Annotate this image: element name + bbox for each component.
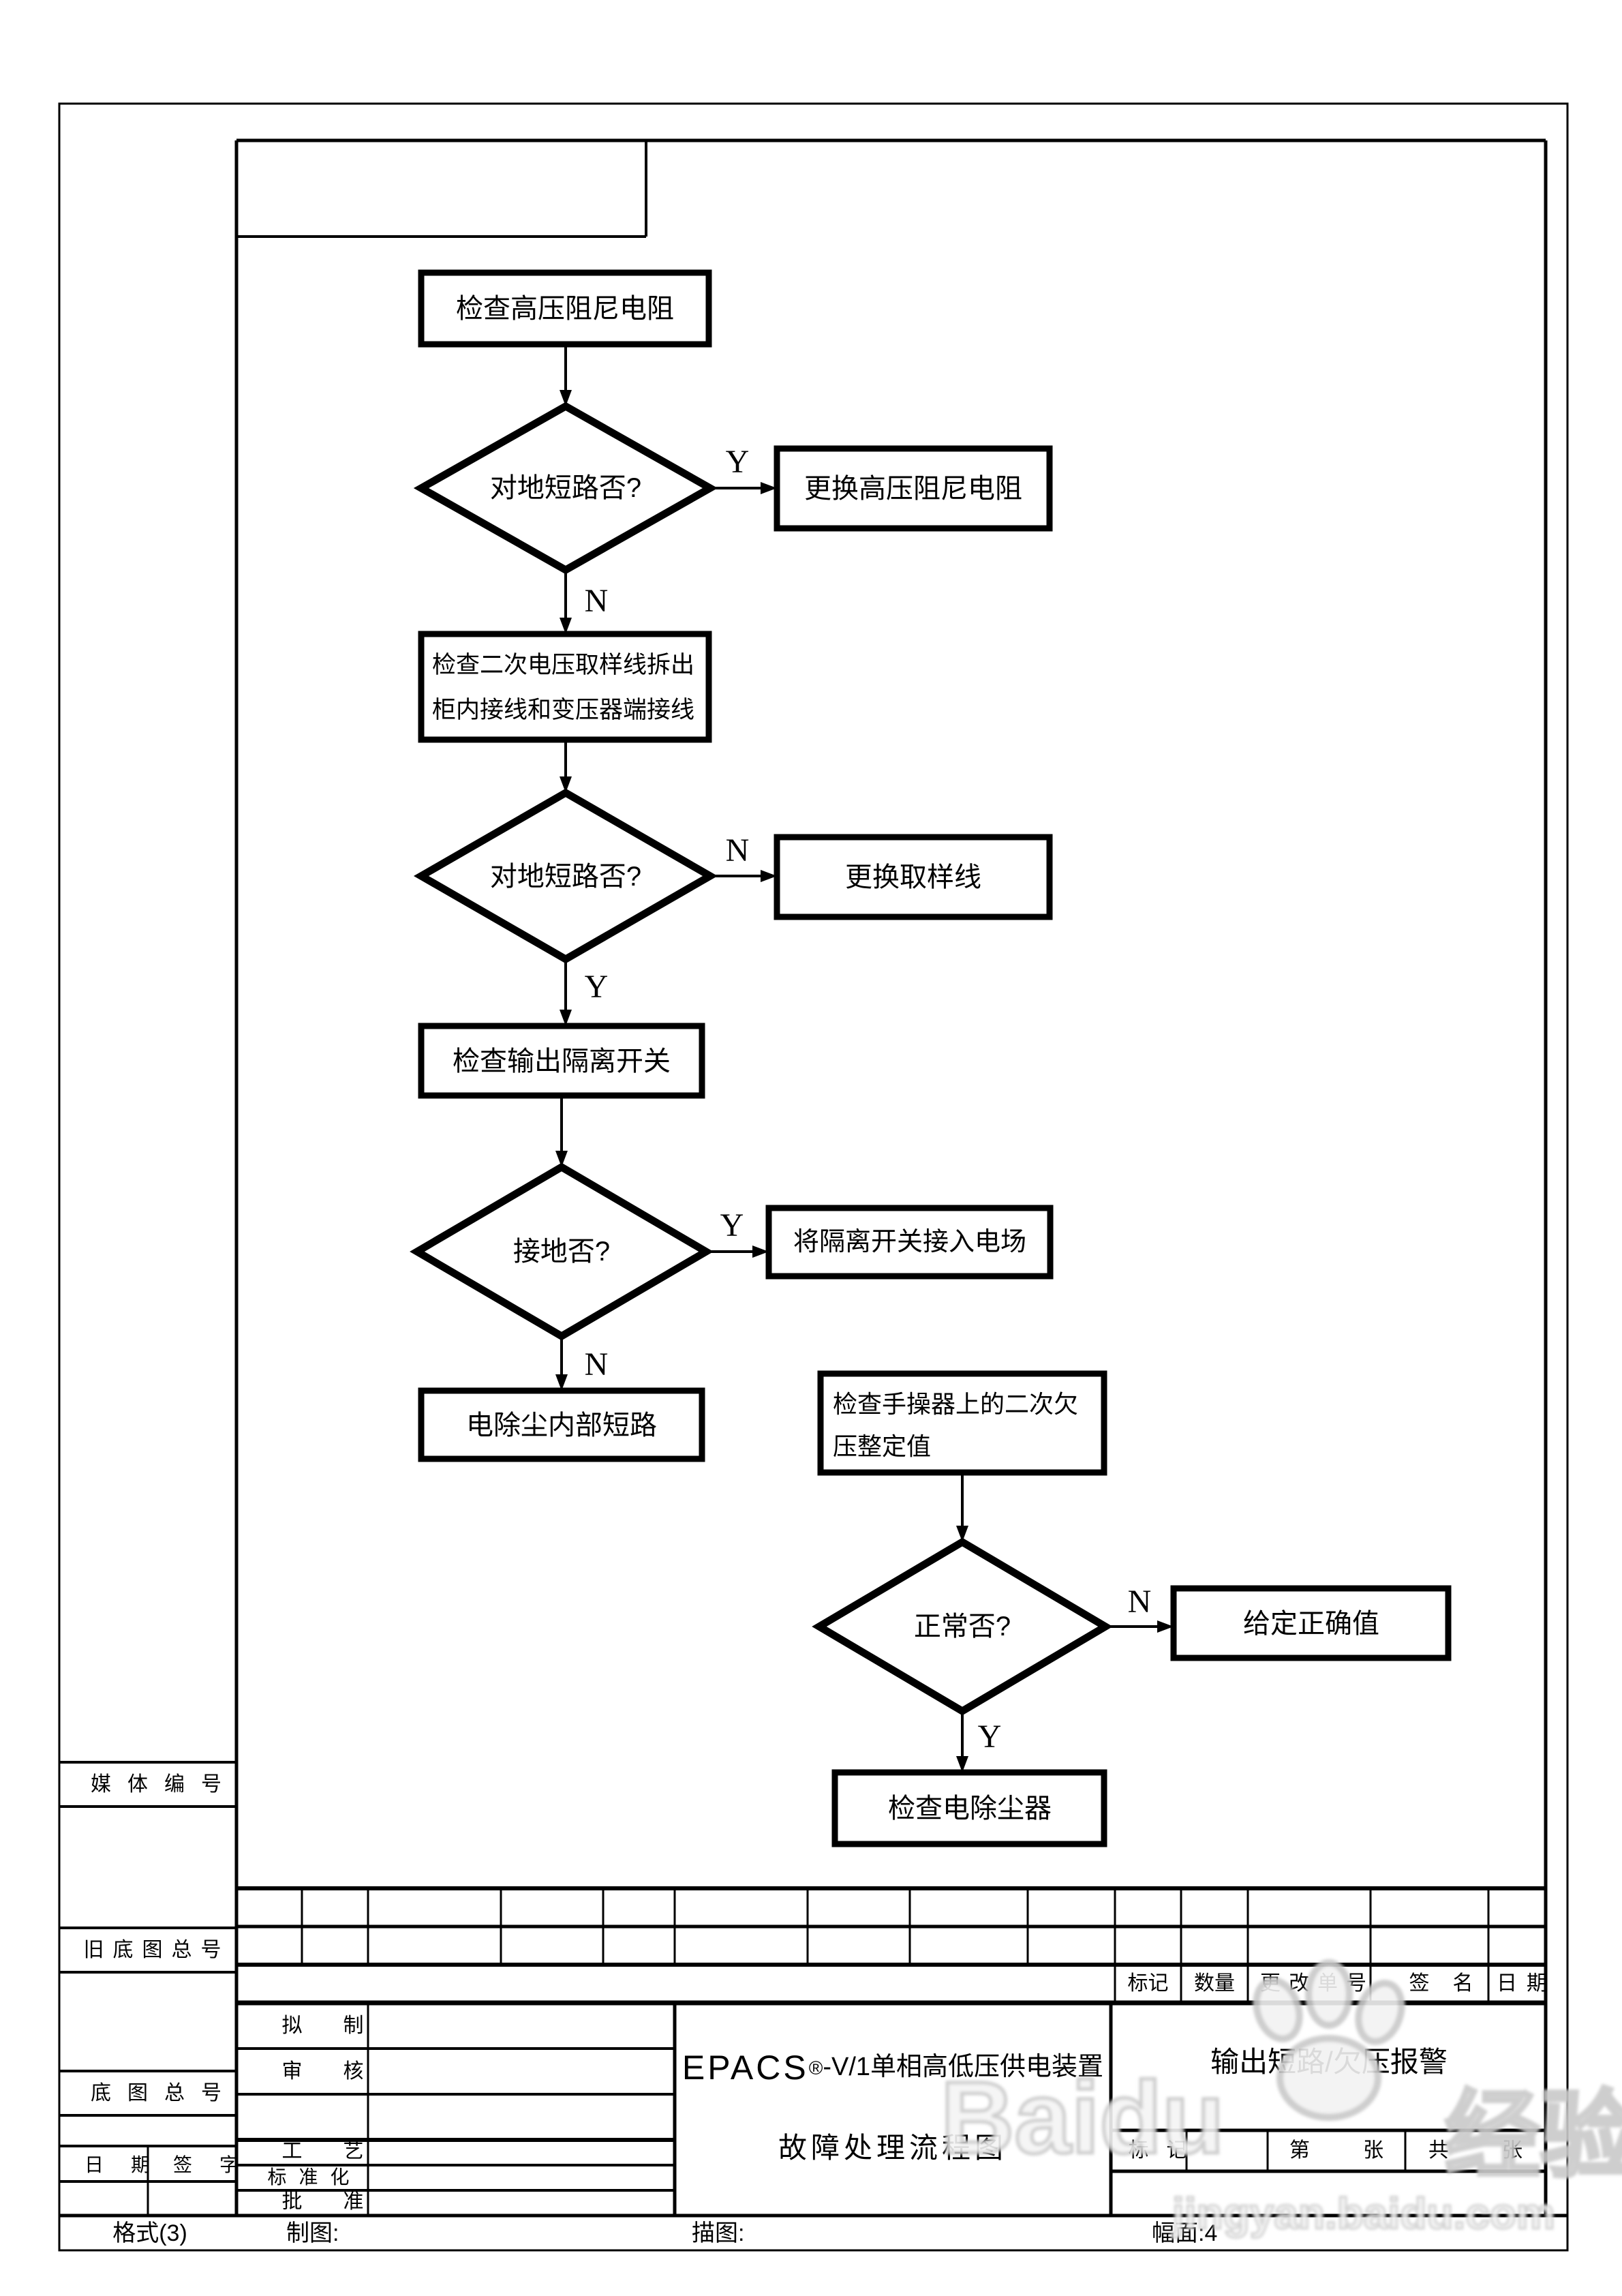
flow-diamond-grounded: [410, 1162, 714, 1341]
flow-box-replace-damping-resistor: [774, 445, 1053, 532]
sidebar-signature: 签字: [173, 2154, 266, 2175]
rev-col-qty: 数量: [1194, 1972, 1235, 1995]
rev-col-change-no: 更改单号: [1260, 1972, 1375, 1995]
flow-box-connect-isolator: [765, 1205, 1054, 1280]
flow-diamond-short-to-ground-1: [413, 402, 718, 575]
format-label: 格式(3): [112, 2220, 187, 2246]
sidebar-date: 日期: [85, 2154, 178, 2175]
drawing-title: 输出短路/欠压报警: [1210, 2045, 1448, 2078]
label-replace-sampling-line: 更换取样线: [845, 862, 981, 892]
product-subtitle: 故障处理流程图: [778, 2131, 1007, 2164]
rev-col-date: 日期: [1497, 1972, 1557, 1995]
label-branch-yes-4: Y: [977, 1719, 1002, 1755]
flow-box-set-correct-value: [1170, 1585, 1452, 1661]
label-branch-no-2: N: [725, 832, 750, 868]
label-check-sampling-line2: 柜内接线和变压器端接线: [432, 697, 695, 724]
flow-box-check-handset: [817, 1370, 1107, 1476]
label-check-handset-line1: 检查手操器上的二次欠: [833, 1389, 1079, 1418]
label-set-correct-value: 给定正确值: [1243, 1609, 1379, 1639]
sidebar-media-number: 媒体编号: [91, 1773, 238, 1796]
sidebar-old-base-number: 旧底图总号: [83, 1939, 230, 1962]
revision-grid: [301, 1888, 1490, 2003]
sidebar-boxes: [59, 1761, 236, 2216]
sig-draft: 拟制: [281, 2014, 405, 2038]
rev-col-sign: 签名: [1409, 1972, 1497, 1995]
flow-diamond-normal: [812, 1537, 1113, 1716]
label-esp-internal-short: 电除尘内部短路: [466, 1410, 657, 1440]
label-replace-damping-resistor: 更换高压阻尼电阻: [804, 474, 1022, 504]
label-branch-yes-3: Y: [720, 1207, 744, 1243]
label-grounded: 接地否?: [512, 1237, 611, 1267]
label-check-esp: 检查电除尘器: [888, 1794, 1052, 1824]
flow-box-esp-internal-short: [418, 1387, 705, 1462]
flow-connectors: [560, 344, 1159, 1757]
label-branch-no-3: N: [584, 1346, 609, 1383]
flow-box-check-sampling-line: [418, 631, 712, 743]
arrow-heads: [555, 390, 1174, 1772]
label-short-to-ground-2: 对地短路否?: [489, 862, 642, 892]
label-branch-yes-2: Y: [584, 969, 609, 1005]
product-name: -V/1单相高低压供电装置: [823, 2053, 1104, 2082]
flow-box-replace-sampling-line: [774, 834, 1053, 920]
label-check-handset-line2: 压整定值: [833, 1432, 932, 1460]
flow-box-check-esp: [831, 1769, 1107, 1847]
label-check-damping-resistor: 检查高压阻尼电阻: [456, 294, 674, 324]
flow-box-check-output-isolator: [418, 1023, 705, 1099]
outer-border: [58, 102, 1569, 2252]
label-normal: 正常否?: [913, 1612, 1011, 1642]
rev-col-mark: 标记: [1127, 1972, 1169, 1995]
registered-mark: ®: [808, 2057, 823, 2079]
label-branch-yes-1: Y: [725, 444, 750, 480]
sheet-total: 共 张: [1428, 2139, 1523, 2162]
sidebar-base-number: 底图总号: [91, 2082, 238, 2105]
product-title: EPACS®-V/1单相高低压供电装置: [678, 2038, 1107, 2097]
drawn-by-label: 制图:: [286, 2220, 339, 2246]
sheet-size-label: 幅面:4: [1152, 2220, 1218, 2246]
sig-review: 审核: [281, 2060, 405, 2083]
label-check-sampling-line1: 检查二次电压取样线拆出: [432, 652, 695, 679]
sig-standardization: 标准化: [267, 2166, 362, 2188]
signature-rows: [236, 2047, 675, 2192]
label-short-to-ground-1: 对地短路否?: [489, 473, 642, 503]
label-branch-no-1: N: [584, 583, 609, 619]
label-check-output-isolator: 检查输出隔离开关: [453, 1046, 671, 1076]
flow-diamond-short-to-ground-2: [413, 788, 718, 964]
flow-box-check-damping-resistor: [418, 269, 712, 348]
sig-process: 工艺: [281, 2140, 405, 2163]
product-brand: EPACS: [682, 2048, 809, 2087]
sig-approve: 批准: [281, 2190, 405, 2214]
label-branch-no-4: N: [1127, 1584, 1152, 1620]
label-connect-isolator: 将隔离开关接入电场: [793, 1228, 1026, 1257]
traced-by-label: 描图:: [692, 2220, 745, 2246]
sheet-number: 第 张: [1289, 2139, 1384, 2162]
sheet-mark: 标记: [1128, 2139, 1205, 2162]
